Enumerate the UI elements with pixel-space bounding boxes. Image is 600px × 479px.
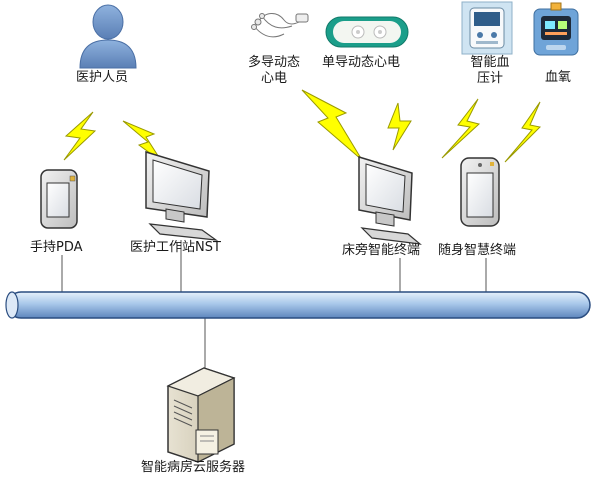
handheld-terminal-icon bbox=[460, 157, 500, 227]
lightning-bolt-icon bbox=[63, 111, 97, 161]
handheld-pda-icon bbox=[40, 169, 78, 229]
pda-label: 手持PDA bbox=[30, 240, 83, 255]
bp-label: 智能血 压计 bbox=[466, 55, 514, 87]
oximeter-icon bbox=[533, 2, 579, 56]
multi-ecg-label-line2: 心电 bbox=[260, 71, 287, 86]
staff-label: 医护人员 bbox=[76, 70, 129, 85]
monitor-icon bbox=[145, 150, 219, 241]
person-icon bbox=[79, 4, 137, 69]
server-icon bbox=[166, 367, 236, 463]
lightning-bolt-icon bbox=[387, 102, 412, 151]
single-ecg-label: 单导动态心电 bbox=[322, 55, 401, 70]
ecg-leads-icon bbox=[251, 13, 309, 38]
wireless-links bbox=[63, 89, 542, 163]
lightning-bolt-icon bbox=[441, 98, 481, 159]
lightning-bolt-icon bbox=[301, 89, 363, 161]
multi-ecg-label: 多导动态 心电 bbox=[244, 55, 304, 87]
bp-label-line2: 压计 bbox=[476, 71, 503, 86]
network-bus bbox=[5, 291, 591, 319]
spo2-label: 血氧 bbox=[545, 70, 572, 85]
server-label: 智能病房云服务器 bbox=[141, 460, 246, 475]
multi-ecg-label-line1: 多导动态 bbox=[247, 55, 300, 70]
ecg-patch-icon bbox=[325, 16, 409, 48]
wearable-label: 随身智慧终端 bbox=[438, 243, 517, 258]
nst-label: 医护工作站NST bbox=[130, 240, 221, 255]
bedside-label: 床旁智能终端 bbox=[342, 243, 421, 258]
blood-pressure-monitor-icon bbox=[461, 1, 513, 55]
monitor-icon bbox=[358, 155, 422, 245]
lightning-bolt-icon bbox=[504, 101, 542, 163]
bp-label-line1: 智能血 bbox=[470, 55, 510, 70]
